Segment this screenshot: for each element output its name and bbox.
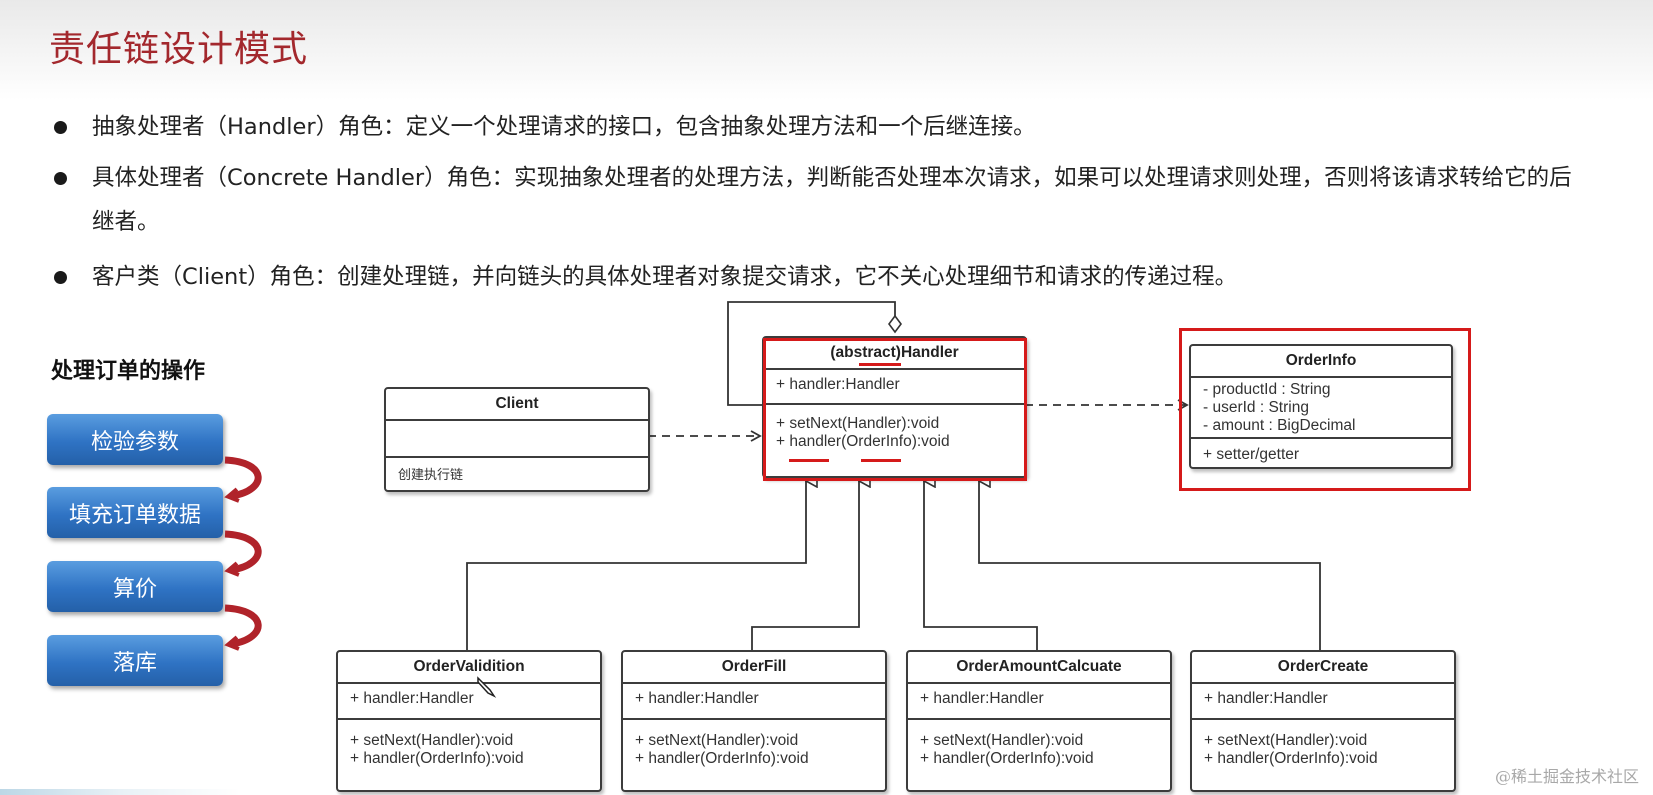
class-name: (abstract)Handler (764, 338, 1025, 370)
cursor-pen-icon (477, 676, 497, 698)
step-arrow-icon (224, 456, 262, 503)
method: + handler(OrderInfo):void (635, 750, 809, 767)
bullet-dot-icon (54, 271, 67, 284)
method: + handler(OrderInfo):void (920, 750, 1094, 767)
attribute: + handler:Handler (776, 376, 900, 393)
bullet-text: 客户类（Client）角色：创建处理链，并向链头的具体处理者对象提交请求，它不关… (92, 264, 1238, 290)
class-name: OrderInfo (1191, 346, 1451, 378)
highlight-underline (861, 459, 901, 462)
attribute: - productId : String (1203, 381, 1331, 398)
inheritance-line (924, 481, 1038, 650)
attribute: + handler:Handler (635, 690, 759, 707)
highlight-underline (859, 363, 901, 366)
method: + setNext(Handler):void (635, 732, 799, 749)
step-arrow-icon (224, 604, 262, 651)
class-attributes: - productId : String - userId : String -… (1191, 378, 1451, 437)
method: + setNext(Handler):void (920, 732, 1084, 749)
class-methods: + setNext(Handler):void + handler(OrderI… (764, 403, 1025, 455)
header-band (0, 0, 1653, 100)
section-title: 处理订单的操作 (51, 359, 206, 384)
bullet-dot-icon (54, 172, 67, 185)
inheritance-line (979, 481, 1321, 650)
method: + handler(OrderInfo):void (350, 750, 524, 767)
highlight-box-handler (763, 338, 1027, 481)
bullet-handler: 抽象处理者（Handler）角色：定义一个处理请求的接口，包含抽象处理方法和一个… (50, 105, 1036, 149)
method: + handler(OrderInfo):void (1204, 750, 1378, 767)
step-persist: 落库 (47, 635, 223, 686)
class-name: Client (386, 389, 648, 421)
aggregation-loop (727, 301, 896, 406)
watermark: @稀土掘金技术社区 (1494, 767, 1639, 786)
aggregation-diamond-icon (888, 314, 902, 334)
bottom-decoration (0, 789, 240, 795)
attribute: + handler:Handler (1204, 690, 1328, 707)
highlight-box-orderinfo (1179, 328, 1471, 491)
page-title: 责任链设计模式 (49, 29, 309, 70)
class-name: OrderFill (623, 652, 885, 684)
attribute: - amount : BigDecimal (1203, 417, 1356, 434)
class-methods: + setNext(Handler):void + handler(OrderI… (623, 718, 885, 772)
class-methods: + setNext(Handler):void + handler(OrderI… (338, 718, 600, 772)
class-name: OrderCreate (1192, 652, 1454, 684)
class-methods: + setNext(Handler):void + handler(OrderI… (908, 718, 1170, 772)
class-name: OrderAmountCalcuate (908, 652, 1170, 684)
method: + setNext(Handler):void (350, 732, 514, 749)
class-attributes: + handler:Handler (1192, 684, 1454, 718)
uml-class-client: Client 创建执行链 (384, 387, 650, 492)
class-attributes: + handler:Handler (623, 684, 885, 718)
step-validate-params: 检验参数 (47, 414, 223, 465)
attribute: + handler:Handler (920, 690, 1044, 707)
bullet-text: 抽象处理者（Handler）角色：定义一个处理请求的接口，包含抽象处理方法和一个… (92, 114, 1036, 140)
class-methods: + setNext(Handler):void + handler(OrderI… (1192, 718, 1454, 772)
uml-class-orderamountcalcuate: OrderAmountCalcuate + handler:Handler + … (906, 650, 1172, 792)
method: + handler(OrderInfo):void (776, 433, 950, 450)
class-methods: 创建执行链 (386, 456, 648, 488)
bullet-concrete-handler: 具体处理者（Concrete Handler）角色：实现抽象处理者的处理方法，判… (50, 156, 1572, 244)
inheritance-line (751, 481, 859, 650)
step-arrow-icon (224, 530, 262, 577)
bullet-dot-icon (54, 121, 67, 134)
class-name: OrderValidition (338, 652, 600, 684)
uml-class-orderinfo: OrderInfo - productId : String - userId … (1189, 344, 1453, 469)
method: + setNext(Handler):void (1204, 732, 1368, 749)
class-methods: + setter/getter (1191, 437, 1451, 468)
bullet-text: 具体处理者（Concrete Handler）角色：实现抽象处理者的处理方法，判… (92, 165, 1572, 235)
method: + setNext(Handler):void (776, 415, 940, 432)
method: + setter/getter (1203, 446, 1300, 463)
uml-class-orderfill: OrderFill + handler:Handler + setNext(Ha… (621, 650, 887, 792)
bullet-client: 客户类（Client）角色：创建处理链，并向链头的具体处理者对象提交请求，它不关… (50, 255, 1237, 299)
highlight-underline (789, 459, 829, 462)
attribute: - userId : String (1203, 399, 1309, 416)
inheritance-line (466, 481, 806, 650)
class-attributes (386, 421, 648, 456)
attribute: + handler:Handler (350, 690, 474, 707)
class-attributes: + handler:Handler (908, 684, 1170, 718)
step-fill-order: 填充订单数据 (47, 487, 223, 538)
uml-class-ordervalidition: OrderValidition + handler:Handler + setN… (336, 650, 602, 792)
class-attributes: + handler:Handler (338, 684, 600, 718)
class-attributes: + handler:Handler (764, 370, 1025, 403)
uml-class-ordercreate: OrderCreate + handler:Handler + setNext(… (1190, 650, 1456, 792)
step-price: 算价 (47, 561, 223, 612)
uml-class-handler: (abstract)Handler + handler:Handler + se… (762, 336, 1027, 478)
